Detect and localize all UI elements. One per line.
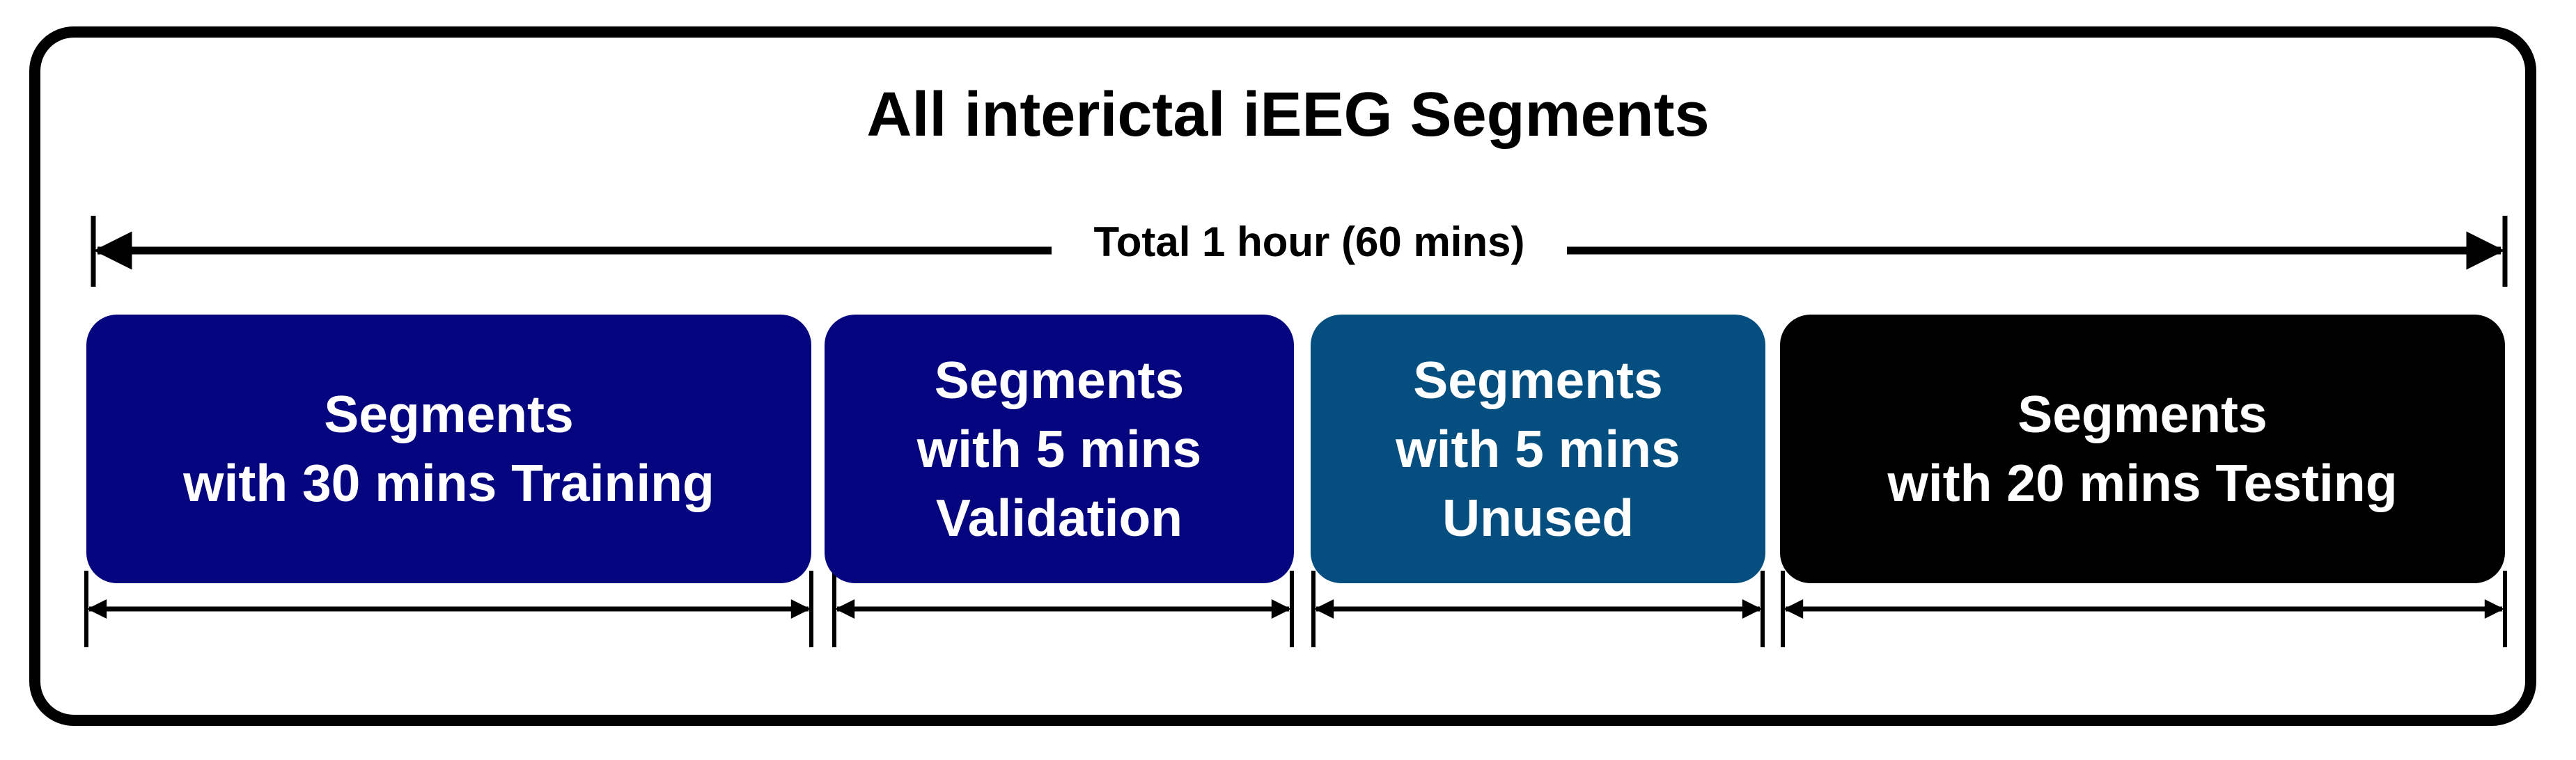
segment-text-line: Validation bbox=[935, 488, 1183, 547]
segment-dimension-validation bbox=[832, 571, 1294, 647]
segment-text-line: Segments bbox=[1413, 350, 1663, 409]
segment-text-line: Unused bbox=[1442, 488, 1634, 547]
segment-box-unused: Segments with 5 mins Unused bbox=[1311, 315, 1765, 583]
outer-frame bbox=[29, 26, 2536, 726]
segment-dimension-testing bbox=[1781, 571, 2507, 647]
segment-text-line: with 5 mins bbox=[1396, 419, 1680, 478]
segment-text-line: with 20 mins Testing bbox=[1887, 454, 2398, 512]
segment-dimension-unused bbox=[1311, 571, 1765, 647]
segment-text-line: Segments bbox=[2017, 385, 2267, 443]
segment-text-line: Segments bbox=[324, 385, 574, 443]
total-duration-label: Total 1 hour (60 mins) bbox=[1052, 221, 1567, 263]
segment-box-testing: Segments with 20 mins Testing bbox=[1780, 315, 2505, 583]
diagram-title: All interictal iEEG Segments bbox=[866, 80, 1710, 150]
segment-text-line: Segments bbox=[934, 350, 1185, 409]
segment-text-line: with 30 mins Training bbox=[183, 454, 715, 512]
segment-box-training: Segments with 30 mins Training bbox=[86, 315, 811, 583]
segment-text-line: with 5 mins bbox=[916, 419, 1202, 478]
segment-box-validation: Segments with 5 mins Validation bbox=[825, 315, 1294, 583]
segment-dimension-training bbox=[84, 571, 813, 647]
